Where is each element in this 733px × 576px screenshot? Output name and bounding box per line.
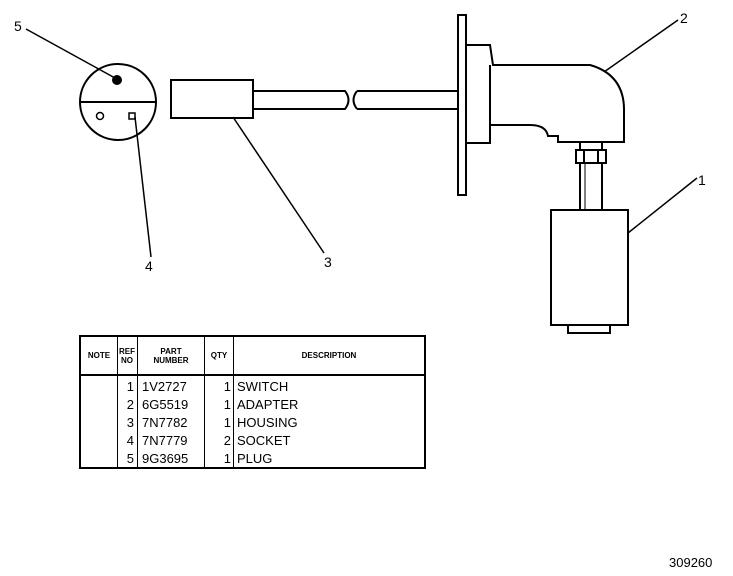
parts-table: NOTE REF NO PART NUMBER QTY DESCRIPTION … <box>79 335 426 469</box>
part-number-cell: 1V2727 <box>142 379 187 394</box>
table-header: NOTE REF NO PART NUMBER QTY DESCRIPTION <box>81 337 424 376</box>
callout-5: 5 <box>14 18 22 34</box>
header-part-line2: NUMBER <box>153 355 189 365</box>
description-cell: ADAPTER <box>237 397 299 412</box>
qty-cell: 1 <box>223 451 231 466</box>
header-note: NOTE <box>87 351 111 360</box>
table-row: 2 6G5519 1 ADAPTER <box>81 396 424 414</box>
table-row: 5 9G3695 1 PLUG <box>81 450 424 468</box>
figure-number: 309260 <box>669 555 713 570</box>
qty-cell: 2 <box>223 433 231 448</box>
table-row: 1 1V2727 1 SWITCH <box>81 378 424 396</box>
description-cell: PLUG <box>237 451 273 466</box>
header-ref-no: REF NO <box>117 337 137 374</box>
plug-part <box>79 63 157 141</box>
housing-part <box>170 79 458 119</box>
header-ref-line2: NO <box>121 355 133 365</box>
callout-3: 3 <box>324 254 332 270</box>
part-number-cell: 7N7782 <box>142 415 188 430</box>
column-divider <box>233 337 234 467</box>
header-part-line1: PART <box>160 346 182 356</box>
qty-cell: 1 <box>223 379 231 394</box>
qty-cell: 1 <box>223 415 231 430</box>
column-divider <box>204 337 205 467</box>
ref-cell: 1 <box>126 379 134 394</box>
description-cell: SOCKET <box>237 433 291 448</box>
switch-part <box>550 162 629 334</box>
column-divider <box>137 337 138 467</box>
header-ref-line1: REF <box>119 346 135 356</box>
leader-lines <box>25 19 698 258</box>
column-divider <box>117 337 118 467</box>
callout-4: 4 <box>145 258 153 274</box>
description-cell: HOUSING <box>237 415 298 430</box>
ref-cell: 4 <box>126 433 134 448</box>
part-number-cell: 7N7779 <box>142 433 188 448</box>
ref-cell: 3 <box>126 415 134 430</box>
part-number-cell: 9G3695 <box>142 451 189 466</box>
callout-1: 1 <box>698 172 706 188</box>
ref-cell: 2 <box>126 397 134 412</box>
description-cell: SWITCH <box>237 379 289 394</box>
table-row: 4 7N7779 2 SOCKET <box>81 432 424 450</box>
callout-2: 2 <box>680 10 688 26</box>
adapter-part <box>457 14 626 196</box>
header-description: DESCRIPTION <box>301 351 357 360</box>
header-qty: QTY <box>210 351 228 360</box>
part-number-cell: 6G5519 <box>142 397 189 412</box>
table-row: 3 7N7782 1 HOUSING <box>81 414 424 432</box>
ref-cell: 5 <box>126 451 134 466</box>
qty-cell: 1 <box>223 397 231 412</box>
header-part-number: PART NUMBER <box>138 337 204 374</box>
